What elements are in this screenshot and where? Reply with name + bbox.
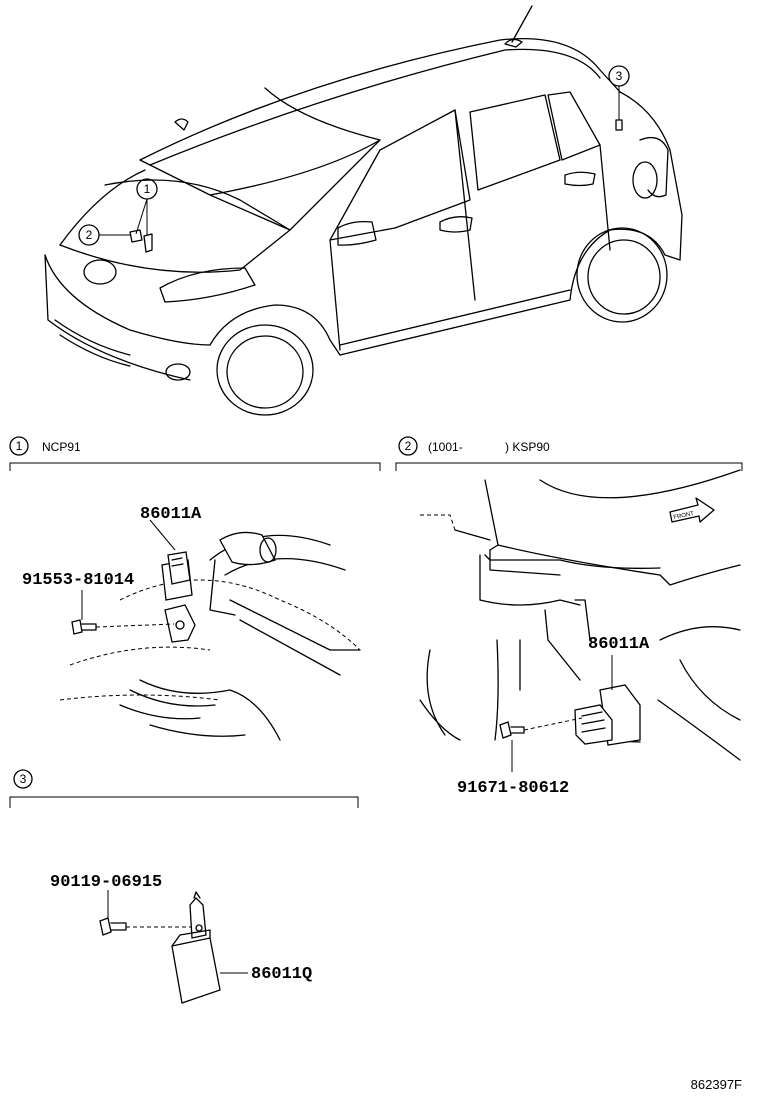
svg-text:1: 1 bbox=[144, 182, 151, 196]
svg-text:1: 1 bbox=[16, 439, 23, 453]
part-label-86011a-ncp91: 86011A bbox=[140, 505, 202, 524]
svg-text:) KSP90: ) KSP90 bbox=[505, 440, 550, 454]
section-2-illustration: FRONT bbox=[419, 469, 741, 772]
svg-text:2: 2 bbox=[405, 439, 412, 453]
front-arrow-icon: FRONT bbox=[669, 497, 715, 523]
section-3-illustration bbox=[99, 890, 248, 1004]
svg-text:3: 3 bbox=[616, 69, 623, 83]
part-label-90119-06915: 90119-06915 bbox=[50, 873, 162, 892]
callout-1: 1 bbox=[135, 178, 158, 236]
part-label-86011q: 86011Q bbox=[251, 965, 312, 984]
section-1-illustration bbox=[59, 519, 361, 741]
part-label-86011a-ksp90: 86011A bbox=[588, 635, 650, 654]
svg-text:(1001-: (1001- bbox=[428, 440, 463, 454]
svg-text:2: 2 bbox=[86, 228, 93, 242]
svg-text:NCP91: NCP91 bbox=[42, 440, 81, 454]
section-2-header: 2 (1001- ) KSP90 bbox=[395, 436, 743, 471]
diagram-reference-code: 862397F bbox=[691, 1077, 742, 1092]
section-1-header: 1 NCP91 bbox=[9, 436, 381, 471]
section-3-header: 3 bbox=[9, 769, 359, 808]
part-label-91553-81014: 91553-81014 bbox=[22, 571, 134, 590]
svg-text:FRONT: FRONT bbox=[673, 511, 695, 521]
callout-2: 2 bbox=[78, 224, 130, 246]
part-label-91671-80612: 91671-80612 bbox=[457, 779, 569, 798]
car-illustration bbox=[44, 5, 683, 416]
svg-text:3: 3 bbox=[20, 772, 27, 786]
callout-3: 3 bbox=[608, 65, 630, 120]
